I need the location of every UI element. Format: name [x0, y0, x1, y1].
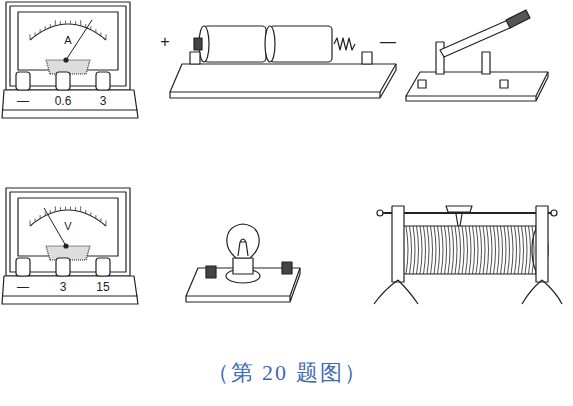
- coil-winding: [410, 226, 412, 274]
- coil-winding: [413, 226, 415, 274]
- scale-tick: [80, 206, 81, 211]
- scale-tick: [75, 207, 76, 210]
- coil-winding: [480, 226, 482, 274]
- coil-winding: [417, 226, 419, 274]
- coil-winding: [494, 226, 496, 274]
- apparatus-label: 0.6: [55, 95, 72, 107]
- apparatus-label: +: [160, 34, 169, 50]
- scale-tick: [85, 210, 86, 213]
- coil-winding: [518, 226, 520, 274]
- apparatus-label: 3: [60, 281, 67, 293]
- coil-winding: [511, 226, 513, 274]
- scale-tick: [65, 21, 66, 24]
- coil-winding: [515, 226, 517, 274]
- coil-winding: [455, 226, 457, 274]
- scale-tick: [45, 26, 46, 29]
- coil-winding: [438, 226, 440, 274]
- ammeter: [2, 2, 138, 118]
- apparatus-label: —: [17, 281, 29, 293]
- coil-winding: [448, 226, 450, 274]
- scale-tick: [106, 35, 107, 40]
- scale-tick: [90, 212, 91, 215]
- scale-tick: [35, 219, 36, 222]
- scale-tick: [60, 207, 61, 210]
- coil-winding: [501, 226, 503, 274]
- scale-tick: [70, 207, 71, 210]
- coil-winding: [522, 226, 524, 274]
- coil-winding: [532, 226, 534, 274]
- scale-tick: [50, 24, 51, 27]
- coil-winding: [434, 226, 436, 274]
- scale-tick: [100, 219, 101, 222]
- coil-winding: [441, 226, 443, 274]
- coil-winding: [469, 226, 471, 274]
- scale-tick: [60, 21, 61, 24]
- apparatus-label: 3: [100, 95, 107, 107]
- rheostat: [374, 206, 562, 304]
- scale-tick: [50, 210, 51, 213]
- apparatus-label: V: [64, 221, 71, 232]
- scale-tick: [95, 215, 96, 218]
- scale-tick: [55, 20, 56, 25]
- coil-winding: [424, 226, 426, 274]
- coil-winding: [462, 226, 464, 274]
- scale-tick: [90, 26, 91, 29]
- scale-tick: [80, 20, 81, 25]
- scale-tick: [40, 29, 41, 32]
- coil-winding: [445, 226, 447, 274]
- scale-tick: [45, 212, 46, 215]
- coil-winding: [466, 226, 468, 274]
- coil-winding: [459, 226, 461, 274]
- scale-tick: [95, 29, 96, 32]
- apparatus-label: A: [64, 35, 71, 46]
- scale-tick: [30, 35, 31, 40]
- scale-tick: [55, 206, 56, 211]
- coil-winding: [504, 226, 506, 274]
- scale-tick: [40, 215, 41, 218]
- scale-tick: [65, 207, 66, 210]
- scale-tick: [75, 21, 76, 24]
- battery-pack: [170, 26, 396, 98]
- coil-winding: [483, 226, 485, 274]
- scale-tick: [30, 221, 31, 226]
- apparatus-label: 15: [96, 281, 109, 293]
- apparatus-label: —: [380, 34, 396, 50]
- coil-winding: [497, 226, 499, 274]
- light-bulb: [186, 224, 300, 302]
- coil-winding: [452, 226, 454, 274]
- scale-tick: [35, 33, 36, 36]
- coil-winding: [490, 226, 492, 274]
- voltmeter: [2, 188, 138, 304]
- coil-winding: [525, 226, 527, 274]
- scale-tick: [85, 24, 86, 27]
- scale-tick: [70, 21, 71, 24]
- coil-winding: [529, 226, 531, 274]
- coil-winding: [427, 226, 429, 274]
- coil-winding: [473, 226, 475, 274]
- coil-winding: [406, 226, 408, 274]
- knife-switch: [406, 10, 548, 101]
- coil-winding: [487, 226, 489, 274]
- apparatus-label: —: [17, 95, 29, 107]
- figure-caption: （第 20 题图）: [207, 358, 368, 388]
- coil-winding: [476, 226, 478, 274]
- scale-tick: [106, 221, 107, 226]
- coil-winding: [508, 226, 510, 274]
- coil-winding: [420, 226, 422, 274]
- scale-tick: [100, 33, 101, 36]
- coil-winding: [431, 226, 433, 274]
